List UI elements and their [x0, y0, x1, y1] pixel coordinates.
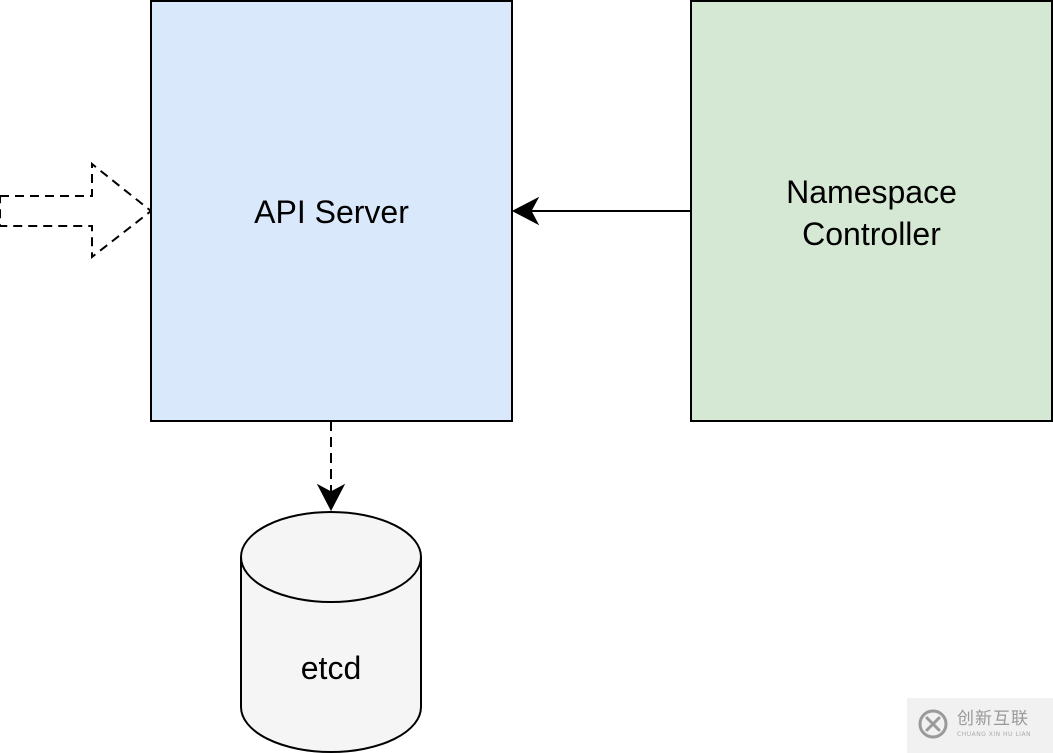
- api-to-etcd-arrowhead: [316, 483, 346, 512]
- api-server-label: API Server: [254, 194, 409, 230]
- controller-to-api-arrowhead: [511, 196, 540, 226]
- namespace-controller-label: Namespace Controller: [786, 174, 957, 252]
- incoming-request-arrow: [0, 161, 153, 260]
- namespace-controller-box[interactable]: [690, 0, 1053, 422]
- etcd-cylinder[interactable]: [240, 511, 422, 753]
- watermark-subtext: CHUANG XIN HU LIAN: [957, 731, 1032, 738]
- watermark-text: 创新互联: [957, 709, 1029, 729]
- watermark: 创新互联 CHUANG XIN HU LIAN: [907, 698, 1053, 753]
- brand-logo-icon: [918, 709, 948, 739]
- api-server-box[interactable]: [150, 0, 513, 422]
- etcd-label: etcd: [300, 650, 362, 686]
